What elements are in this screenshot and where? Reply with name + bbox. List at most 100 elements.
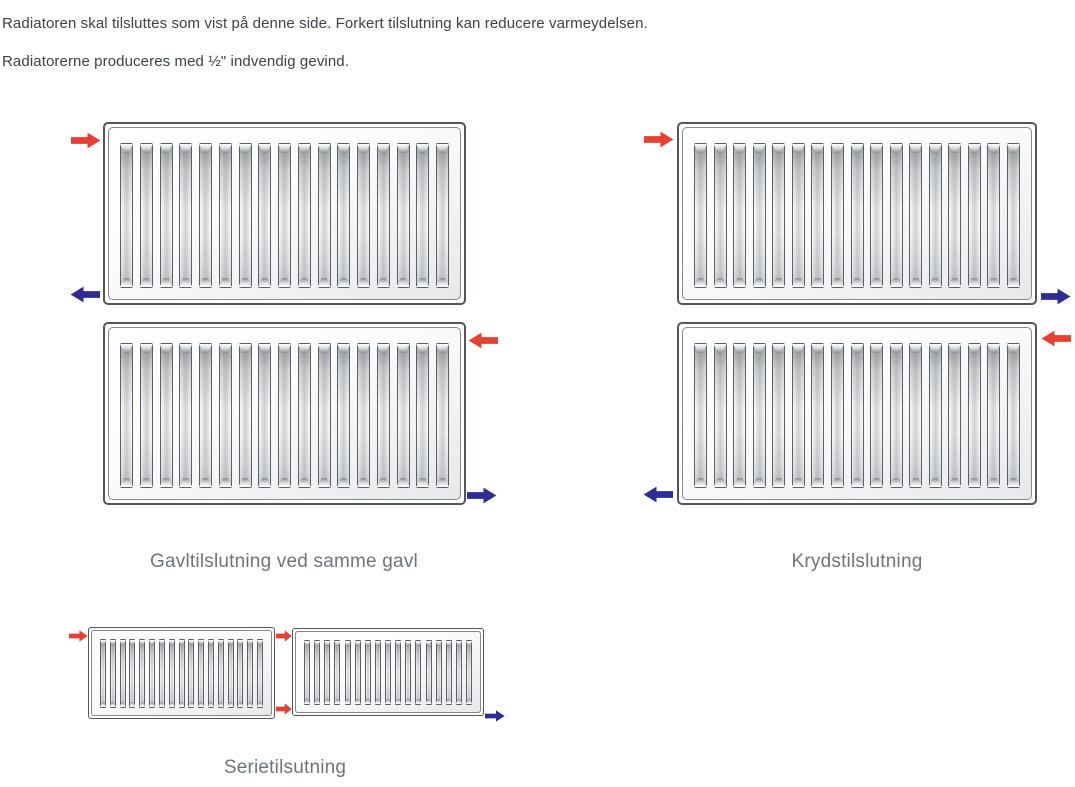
radiator-panel bbox=[682, 327, 1032, 500]
radiator-fin bbox=[337, 343, 351, 488]
radiator-fins bbox=[100, 639, 263, 708]
radiator-fin bbox=[987, 343, 1001, 488]
return-arrow-icon bbox=[70, 286, 100, 303]
radiator-fin bbox=[889, 143, 903, 288]
radiator-fin bbox=[376, 143, 390, 288]
radiator-fin bbox=[334, 640, 341, 705]
radiator-fin bbox=[415, 640, 422, 705]
radiator-fin bbox=[199, 343, 212, 488]
radiator-fin bbox=[198, 639, 205, 708]
radiator-fin bbox=[870, 343, 884, 488]
radiator-fin bbox=[830, 343, 844, 488]
radiator-fin bbox=[948, 143, 962, 288]
radiator-fin bbox=[733, 143, 747, 288]
radiator-fin bbox=[357, 143, 370, 288]
radiator-fin bbox=[436, 343, 449, 488]
radiator-fin bbox=[733, 343, 747, 488]
radiator-fin bbox=[364, 640, 371, 705]
radiator-fins bbox=[120, 343, 449, 488]
radiator-fin bbox=[445, 640, 452, 705]
radiator-fin bbox=[967, 143, 981, 288]
radiator-fin bbox=[811, 343, 825, 488]
radiator-fin bbox=[850, 343, 864, 488]
radiator-fin bbox=[694, 143, 707, 288]
radiator-fin bbox=[149, 639, 156, 708]
radiator-fin bbox=[830, 143, 844, 288]
radiator-fin bbox=[357, 343, 370, 488]
radiator-fin bbox=[178, 639, 185, 708]
radiator bbox=[677, 122, 1037, 305]
radiator-fin bbox=[909, 343, 923, 488]
radiator-fin bbox=[109, 639, 116, 708]
radiator-fin bbox=[227, 639, 234, 708]
radiator-fin bbox=[713, 143, 727, 288]
return-arrow-icon bbox=[467, 487, 497, 504]
radiator-fin bbox=[129, 639, 136, 708]
radiator-fin bbox=[466, 640, 472, 705]
return-arrow-icon bbox=[1041, 288, 1071, 305]
supply-arrow-icon bbox=[276, 703, 292, 715]
radiator-fin bbox=[257, 639, 263, 708]
radiator-fins bbox=[694, 343, 1020, 488]
radiator-fin bbox=[791, 143, 805, 288]
radiator-fin bbox=[395, 640, 402, 705]
radiator-fin bbox=[247, 639, 254, 708]
radiator-fin bbox=[909, 143, 923, 288]
radiator-fin bbox=[435, 640, 442, 705]
radiator-fin bbox=[297, 143, 311, 288]
supply-arrow-icon bbox=[276, 630, 292, 642]
radiator-fin bbox=[694, 343, 707, 488]
radiator-fin bbox=[987, 143, 1001, 288]
radiator-fin bbox=[297, 343, 311, 488]
radiator-panel bbox=[108, 127, 461, 300]
radiator-fin bbox=[1007, 343, 1020, 488]
intro-text-line-1: Radiatoren skal tilsluttes som vist på d… bbox=[2, 15, 648, 32]
radiator-fin bbox=[416, 343, 430, 488]
caption-gavltilslutning: Gavltilslutning ved samme gavl bbox=[150, 551, 418, 572]
radiator-fin bbox=[1007, 143, 1020, 288]
radiator-fin bbox=[337, 143, 351, 288]
radiator-fin bbox=[752, 143, 766, 288]
radiator-fin bbox=[188, 639, 195, 708]
radiator-fin bbox=[218, 143, 232, 288]
return-arrow-icon bbox=[643, 486, 673, 503]
radiator-fin bbox=[207, 639, 214, 708]
supply-arrow-icon bbox=[1041, 330, 1071, 347]
radiator-fin bbox=[317, 143, 331, 288]
radiator-fin bbox=[139, 343, 153, 488]
radiator-fin bbox=[139, 143, 153, 288]
radiator-fin bbox=[199, 143, 212, 288]
intro-text-line-2: Radiatorerne produceres med ½" indvendig… bbox=[2, 53, 350, 70]
radiator-fin bbox=[791, 343, 805, 488]
radiator-fin bbox=[100, 639, 106, 708]
radiator-fin bbox=[237, 639, 244, 708]
radiator-fin bbox=[354, 640, 361, 705]
radiator-fin bbox=[218, 343, 232, 488]
radiator-fin bbox=[385, 640, 391, 705]
radiator bbox=[103, 122, 466, 305]
radiator-fin bbox=[436, 143, 449, 288]
radiator bbox=[88, 627, 275, 719]
radiator-fin bbox=[928, 143, 942, 288]
radiator-fin bbox=[396, 143, 410, 288]
radiator bbox=[677, 322, 1037, 505]
radiator-fin bbox=[158, 639, 165, 708]
caption-krydstilslutning: Krydstilslutning bbox=[791, 551, 923, 572]
radiator-fin bbox=[159, 343, 173, 488]
radiator-fin bbox=[928, 343, 942, 488]
radiator-fin bbox=[217, 639, 224, 708]
radiator-panel bbox=[295, 631, 481, 713]
radiator-panel bbox=[91, 630, 272, 716]
radiator-fin bbox=[425, 640, 432, 705]
radiator-fins bbox=[120, 143, 449, 288]
radiator-fin bbox=[455, 640, 462, 705]
supply-arrow-icon bbox=[68, 630, 88, 642]
radiator-fin bbox=[396, 343, 410, 488]
radiator-fin bbox=[772, 343, 786, 488]
radiator-fins bbox=[304, 640, 472, 705]
radiator-fin bbox=[238, 143, 252, 288]
supply-arrow-icon bbox=[644, 131, 674, 148]
radiator-fin bbox=[405, 640, 412, 705]
